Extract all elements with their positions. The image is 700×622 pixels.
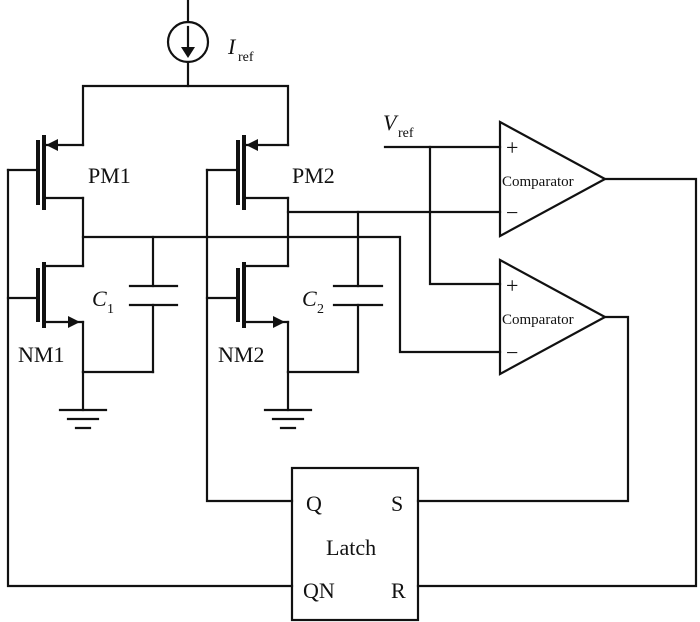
ground-1 bbox=[58, 370, 108, 430]
qn-to-m1-gates-wire bbox=[6, 168, 294, 588]
comparator-bottom-plus: + bbox=[506, 273, 518, 298]
comparator-top-label: Comparator bbox=[502, 174, 574, 190]
capacitor-c1 bbox=[81, 235, 179, 374]
nm1-label: NM1 bbox=[18, 342, 64, 367]
current-source bbox=[166, 0, 210, 88]
nm1-transistor bbox=[6, 262, 85, 374]
vref-label: V bbox=[383, 110, 399, 135]
latch-q-pin: Q bbox=[306, 491, 322, 516]
vref-wire bbox=[383, 145, 502, 286]
c2-label: C bbox=[302, 286, 317, 311]
comparator-top-minus: − bbox=[506, 200, 518, 225]
c1-label: C bbox=[92, 286, 107, 311]
ground-2 bbox=[263, 370, 313, 430]
latch-s-pin: S bbox=[391, 491, 403, 516]
latch-block bbox=[290, 466, 420, 622]
comparator-bottom bbox=[498, 258, 608, 376]
capacitor-c2 bbox=[286, 210, 384, 374]
top-rail bbox=[81, 84, 290, 147]
comparator-bottom-minus: − bbox=[506, 340, 518, 365]
comparator-bottom-label: Comparator bbox=[502, 312, 574, 328]
comp-bottom-to-s-wire bbox=[416, 315, 630, 503]
comp-top-to-r-wire bbox=[416, 177, 698, 588]
pm2-transistor bbox=[205, 135, 290, 268]
comparator-top-plus: + bbox=[506, 135, 518, 160]
node1-wire bbox=[81, 235, 502, 354]
iref-subscript: ref bbox=[238, 50, 254, 65]
c1-subscript: 1 bbox=[107, 302, 114, 317]
latch-label: Latch bbox=[326, 535, 376, 560]
vref-subscript: ref bbox=[398, 126, 414, 141]
latch-qn-pin: QN bbox=[303, 578, 335, 603]
iref-label: I bbox=[227, 34, 237, 59]
pm1-label: PM1 bbox=[88, 163, 131, 188]
q-to-m2-gates-wire bbox=[205, 168, 294, 503]
c2-subscript: 2 bbox=[317, 302, 324, 317]
latch-r-pin: R bbox=[391, 578, 406, 603]
nm2-transistor bbox=[205, 262, 290, 374]
pm1-transistor bbox=[6, 135, 85, 268]
comparator-top bbox=[498, 120, 608, 238]
nm2-label: NM2 bbox=[218, 342, 264, 367]
pm2-label: PM2 bbox=[292, 163, 335, 188]
